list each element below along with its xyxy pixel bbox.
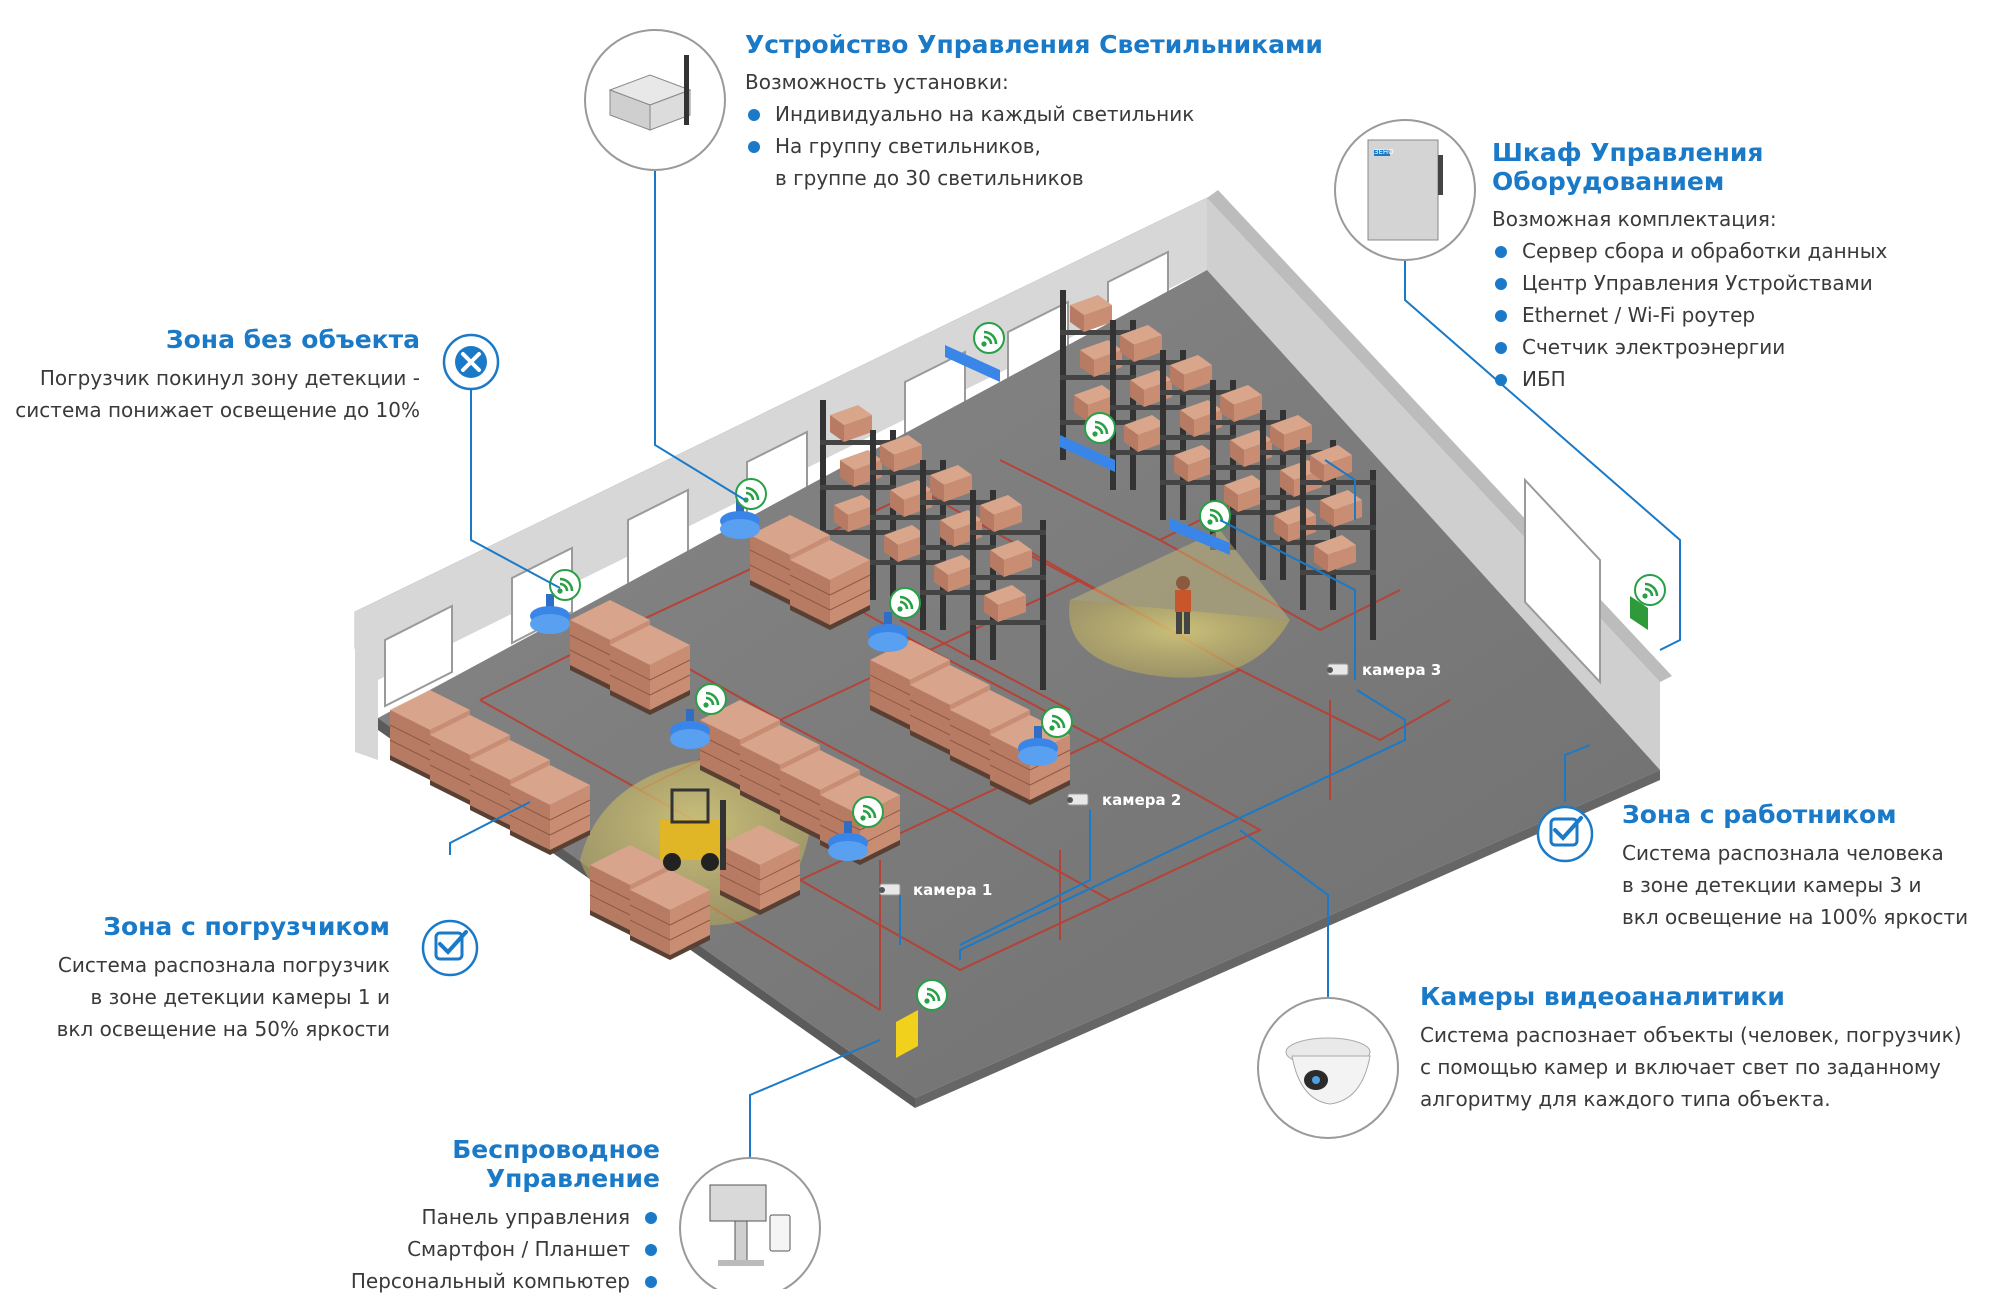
cabinet-title: Шкаф Управления Оборудованием bbox=[1492, 138, 1764, 196]
cameras-line: Система распознает объекты (человек, пог… bbox=[1420, 1023, 1962, 1047]
list-item: Счетчик электроэнергии bbox=[1492, 331, 1992, 363]
list-item: Смартфон / Планшет bbox=[270, 1233, 660, 1265]
zone-worker-title: Зона с работником bbox=[1622, 800, 1897, 829]
cabinet-box-label: ЗЕНО bbox=[1374, 148, 1394, 156]
cabinet-list: Сервер сбора и обработки данных Центр Уп… bbox=[1492, 235, 1992, 395]
cabinet-subtitle: Возможная комплектация: bbox=[1492, 207, 1777, 231]
cameras-line: с помощью камер и включает свет по задан… bbox=[1420, 1055, 1941, 1079]
camera-3-label: камера 3 bbox=[1362, 661, 1442, 679]
wireless-block: Беспроводное Управление Панель управлени… bbox=[270, 1135, 660, 1297]
worker-figure bbox=[1175, 576, 1191, 634]
zone-forklift-title: Зона с погрузчиком bbox=[103, 912, 390, 941]
zone-empty-circle bbox=[442, 333, 500, 391]
lighting-device-circle bbox=[584, 29, 726, 171]
zone-empty-line: система понижает освещение до 10% bbox=[15, 398, 420, 422]
list-item: Панель управления bbox=[270, 1201, 660, 1233]
zone-forklift-block: Зона с погрузчиком Система распознала по… bbox=[20, 912, 390, 1045]
zone-empty-line: Погрузчик покинул зону детекции - bbox=[39, 366, 420, 390]
list-item: Персональный компьютер bbox=[270, 1265, 660, 1297]
zone-forklift-line: Система распознала погрузчик bbox=[57, 953, 390, 977]
zone-worker-circle bbox=[1536, 805, 1594, 863]
list-item: ИБП bbox=[1492, 363, 1992, 395]
cabinet-block: Шкаф Управления Оборудованием Возможная … bbox=[1492, 138, 1992, 395]
zone-empty-block: Зона без объекта Погрузчик покинул зону … bbox=[10, 325, 420, 426]
zone-worker-line: вкл освещение на 100% яркости bbox=[1622, 905, 1969, 929]
list-item: Центр Управления Устройствами bbox=[1492, 267, 1992, 299]
zone-empty-title: Зона без объекта bbox=[165, 325, 420, 354]
cameras-title: Камеры видеоаналитики bbox=[1420, 982, 1785, 1011]
zone-worker-line: в зоне детекции камеры 3 и bbox=[1622, 873, 1922, 897]
cameras-line: алгоритму для каждого типа объекта. bbox=[1420, 1087, 1831, 1111]
forklift-figure bbox=[660, 788, 726, 871]
list-item: Индивидуально на каждый светильник bbox=[745, 98, 1345, 130]
zone-worker-line: Система распознала человека bbox=[1622, 841, 1944, 865]
list-item: На группу светильников,в группе до 30 св… bbox=[745, 130, 1345, 194]
zone-forklift-circle bbox=[421, 919, 479, 977]
lighting-device-block: Устройство Управления Светильниками Возм… bbox=[745, 30, 1345, 194]
cameras-block: Камеры видеоаналитики Система распознает… bbox=[1420, 982, 1995, 1115]
camera-1-label: камера 1 bbox=[913, 881, 993, 899]
wireless-circle bbox=[679, 1157, 821, 1289]
wireless-title: Беспроводное Управление bbox=[452, 1135, 660, 1193]
cabinet-circle bbox=[1334, 119, 1476, 261]
list-item: Ethernet / Wi-Fi роутер bbox=[1492, 299, 1992, 331]
list-item: Сервер сбора и обработки данных bbox=[1492, 235, 1992, 267]
lighting-device-title: Устройство Управления Светильниками bbox=[745, 30, 1323, 59]
zone-forklift-line: в зоне детекции камеры 1 и bbox=[90, 985, 390, 1009]
zone-worker-block: Зона с работником Система распознала чел… bbox=[1622, 800, 1992, 933]
camera-circle bbox=[1257, 997, 1399, 1139]
wireless-list: Панель управления Смартфон / Планшет Пер… bbox=[270, 1201, 660, 1297]
camera-2-label: камера 2 bbox=[1102, 791, 1182, 809]
zone-forklift-line: вкл освещение на 50% яркости bbox=[56, 1017, 390, 1041]
lighting-device-subtitle: Возможность установки: bbox=[745, 70, 1009, 94]
lighting-device-list: Индивидуально на каждый светильник На гр… bbox=[745, 98, 1345, 194]
